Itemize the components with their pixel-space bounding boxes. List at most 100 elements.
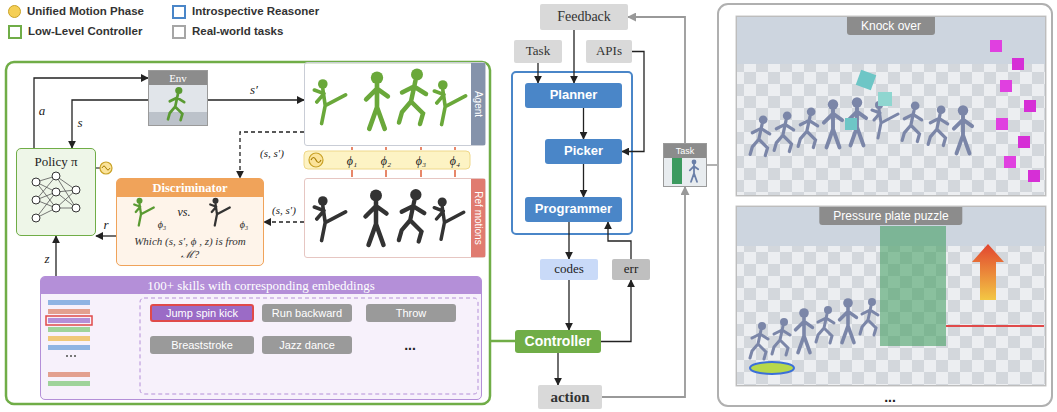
phase-input-icon bbox=[100, 162, 112, 174]
phase-band bbox=[309, 153, 323, 167]
agent-figures bbox=[434, 80, 465, 124]
label-slot: ϕ₂ bbox=[381, 151, 391, 169]
env-picture bbox=[148, 84, 208, 126]
connector-arrow bbox=[573, 30, 574, 83]
title-tab: Task bbox=[664, 144, 706, 158]
agent-panel: Agent bbox=[304, 62, 486, 146]
discriminator-picture bbox=[210, 198, 230, 226]
agent-figures bbox=[314, 69, 465, 129]
label-slot: ϕ₄ bbox=[450, 151, 460, 169]
legend-item: Unified Motion Phase bbox=[8, 5, 144, 18]
box-label: Breaststroke bbox=[171, 339, 233, 351]
pressure-plate-scene bbox=[880, 226, 946, 346]
policy-network-icon bbox=[16, 148, 96, 236]
connector-arrow bbox=[96, 235, 116, 236]
connector-arrow bbox=[55, 236, 56, 276]
box-title: Policy π bbox=[34, 154, 77, 170]
reasoner-frame bbox=[512, 72, 632, 234]
knock-over-scene bbox=[736, 16, 1046, 64]
skill-embeddings bbox=[48, 336, 90, 341]
knock-over-scene bbox=[798, 107, 818, 147]
task-icon-picture bbox=[707, 164, 718, 166]
connector-arrow bbox=[568, 280, 569, 330]
picker-box: Picker bbox=[545, 139, 622, 164]
knock-over-scene bbox=[1028, 170, 1040, 182]
skill-chip: Run backward bbox=[262, 304, 352, 322]
api-box: APIs bbox=[586, 40, 632, 63]
annotation-label: ϕ₃ bbox=[158, 220, 167, 230]
phase-band bbox=[304, 147, 470, 177]
knock-over-scene bbox=[878, 92, 892, 106]
task-icon-box: Task bbox=[663, 143, 707, 187]
edge-label-slot: a bbox=[38, 101, 47, 119]
knock-over-scene bbox=[996, 118, 1008, 130]
knock-over-scene bbox=[954, 105, 972, 153]
box-label: Controller bbox=[525, 334, 592, 349]
box-label: codes bbox=[554, 262, 584, 276]
connector-arrow bbox=[601, 280, 631, 342]
box-label: err bbox=[624, 262, 638, 276]
task-icon-picture bbox=[672, 158, 682, 184]
annotation-label: ... bbox=[404, 338, 416, 352]
programmer-box: Programmer bbox=[525, 197, 622, 222]
skill-embeddings bbox=[48, 327, 90, 332]
planner-box: Planner bbox=[525, 83, 622, 108]
reasoner-frame bbox=[512, 72, 632, 234]
skill-chip: Throw bbox=[366, 304, 456, 322]
header-bar: 100+ skills with corresponding embedding… bbox=[41, 277, 481, 294]
label-slot: ... bbox=[884, 388, 896, 406]
legend-swatch bbox=[8, 5, 21, 18]
edge-label-slot: (s, s′) bbox=[271, 200, 297, 218]
box-label: APIs bbox=[596, 44, 622, 58]
edge-label-slot: s′ bbox=[249, 80, 259, 98]
controller-box: Controller bbox=[515, 330, 601, 353]
controller-panel-frame bbox=[6, 62, 515, 404]
box-label: Programmer bbox=[535, 202, 612, 216]
pressure-plate-scene bbox=[860, 298, 878, 335]
edge-label: (s, s′) bbox=[259, 148, 285, 160]
phase-input-icon bbox=[96, 162, 112, 174]
policy-network-icon bbox=[32, 214, 40, 222]
legend-swatch bbox=[172, 25, 186, 39]
question-area: Which (s, s′, ϕ , z) is from ℳ? bbox=[117, 235, 263, 262]
knock-over-scene bbox=[845, 118, 857, 130]
pressure-plate-scene bbox=[772, 318, 790, 355]
box-label: Jump spin kick bbox=[166, 307, 238, 319]
box-label: Task bbox=[526, 44, 550, 58]
box-label: Throw bbox=[396, 307, 427, 319]
label-slot: ϕ₃ bbox=[240, 214, 249, 232]
knock-over-scene bbox=[1018, 136, 1030, 148]
edge-label: z bbox=[43, 252, 50, 266]
connector-arrow bbox=[583, 108, 584, 139]
label-slot: ϕ₁ bbox=[347, 151, 357, 169]
policy-box: Policy π bbox=[16, 148, 96, 236]
controller-panel-frame bbox=[490, 340, 515, 343]
knock-over-scene bbox=[736, 16, 1046, 196]
feedback-box: Feedback bbox=[540, 4, 628, 30]
skill-embeddings bbox=[66, 355, 76, 357]
knock-over-scene bbox=[1012, 58, 1024, 70]
annotation-label: ϕ₃ bbox=[240, 220, 249, 230]
connector-arrow bbox=[264, 221, 304, 222]
controller-panel-frame bbox=[6, 62, 490, 404]
skill-embeddings bbox=[46, 316, 92, 325]
side-label: Agent bbox=[473, 91, 483, 117]
annotation-label: ϕ₃ bbox=[416, 155, 426, 167]
edge-label: a bbox=[38, 104, 47, 118]
box-label: Jazz dance bbox=[279, 339, 335, 351]
task-scene-panel: Pressure plate puzzle bbox=[736, 206, 1046, 386]
legend-text: Introspective Reasoner bbox=[192, 6, 319, 18]
connector-arrow bbox=[208, 99, 304, 100]
reference-figures bbox=[366, 190, 387, 246]
connector-arrow bbox=[622, 52, 644, 152]
header-bar: Discriminator bbox=[117, 179, 263, 197]
label-slot: ... bbox=[404, 336, 416, 354]
skill-embeddings bbox=[40, 276, 482, 400]
policy-network-icon bbox=[52, 188, 60, 196]
env-box: Env bbox=[148, 70, 208, 126]
connector-arrow bbox=[537, 63, 538, 83]
knock-over-scene bbox=[1000, 80, 1012, 92]
task-box: Task bbox=[514, 40, 562, 63]
annotation-label: ϕ₂ bbox=[381, 155, 391, 167]
edge-label: r bbox=[102, 218, 109, 232]
